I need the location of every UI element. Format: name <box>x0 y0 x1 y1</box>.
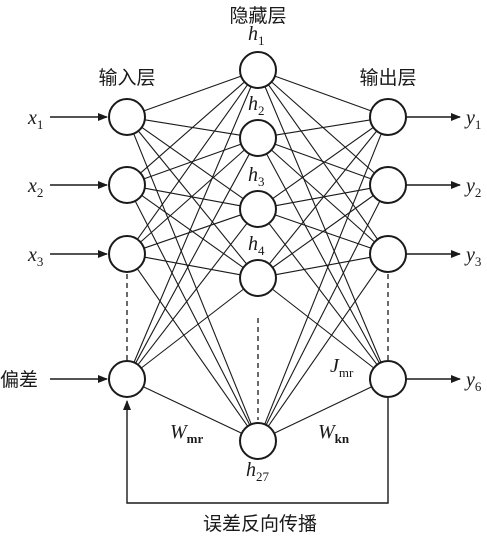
edge-in1-h2 <box>144 187 241 207</box>
edge-in2-h4 <box>136 268 249 427</box>
input-label-2: x2 <box>27 175 43 200</box>
hidden-layer-title: 隐藏层 <box>229 5 286 27</box>
edge-in2-h1 <box>140 149 245 243</box>
hidden-node-4 <box>239 259 277 297</box>
output-label-2: y2 <box>464 175 481 200</box>
edge-in2-h3 <box>144 256 241 276</box>
hidden-node-2 <box>239 119 277 157</box>
edge-in0-h2 <box>141 126 244 200</box>
edge-h3-out3 <box>271 288 375 369</box>
hidden-label-27: h27 <box>246 459 270 484</box>
output-label-3: y3 <box>464 244 481 269</box>
edge-h1-out2 <box>271 149 375 243</box>
edge-h0-out3 <box>264 86 382 363</box>
output-layer-title: 输出层 <box>359 67 416 89</box>
edge-h3-out2 <box>275 256 371 276</box>
bias-label: 偏差 <box>0 369 38 391</box>
output-label-1: y1 <box>464 107 481 132</box>
edge-in2-h0 <box>136 84 249 240</box>
weight-label-wmr: Wmr <box>170 421 204 446</box>
edge-h4-out3 <box>273 386 373 434</box>
edge-h1-out0 <box>275 119 371 136</box>
output-node-3 <box>369 235 407 273</box>
hidden-node-3 <box>239 190 277 228</box>
edge-in3-h0 <box>133 86 252 363</box>
edge-in3-h3 <box>140 288 245 369</box>
hidden-label-2: h2 <box>248 93 265 118</box>
edge-h4-out1 <box>265 200 381 426</box>
input-node-2 <box>108 166 146 204</box>
hidden-label-4: h4 <box>248 233 265 258</box>
network-nodes <box>108 51 407 460</box>
edge-h4-out0 <box>264 133 382 425</box>
edge-in1-h0 <box>140 81 245 174</box>
input-label-3: x3 <box>27 244 43 269</box>
edge-h1-out3 <box>266 153 380 364</box>
input-node-3 <box>108 235 146 273</box>
hidden-node-27 <box>239 422 277 460</box>
bias-node <box>108 360 146 398</box>
output-node-2 <box>369 166 407 204</box>
output-label-6: y6 <box>464 369 482 394</box>
output-node-1 <box>369 98 407 136</box>
edge-h3-out1 <box>272 195 374 268</box>
edge-in3-h4 <box>143 386 242 434</box>
weight-label-wkn: Wkn <box>318 421 350 446</box>
backprop-loop-arrow <box>123 398 389 504</box>
weight-label-jmr: Jmr <box>330 355 354 380</box>
edge-h1-out1 <box>274 143 372 180</box>
input-label-1: x1 <box>27 107 43 132</box>
edge-in2-h2 <box>143 214 242 249</box>
hidden-label-1: h1 <box>248 23 265 48</box>
connection-edges <box>133 75 382 434</box>
edge-in3-h1 <box>135 153 250 364</box>
input-layer-title: 输入层 <box>98 67 155 89</box>
edge-h4-out2 <box>267 268 379 427</box>
edge-in0-h4 <box>133 133 252 425</box>
edge-in1-h4 <box>134 200 251 426</box>
edge-h0-out0 <box>274 75 372 112</box>
edge-in0-h0 <box>143 75 242 112</box>
edge-h3-out0 <box>268 130 378 265</box>
hidden-label-3: h3 <box>248 164 265 189</box>
input-node-1 <box>108 98 146 136</box>
edge-h2-out0 <box>272 126 374 200</box>
hidden-node-1 <box>239 51 277 89</box>
edge-h2-out3 <box>268 222 378 366</box>
output-node-6 <box>369 360 407 398</box>
edge-in3-h2 <box>137 222 248 366</box>
backprop-label: 误差反向传播 <box>203 513 317 535</box>
